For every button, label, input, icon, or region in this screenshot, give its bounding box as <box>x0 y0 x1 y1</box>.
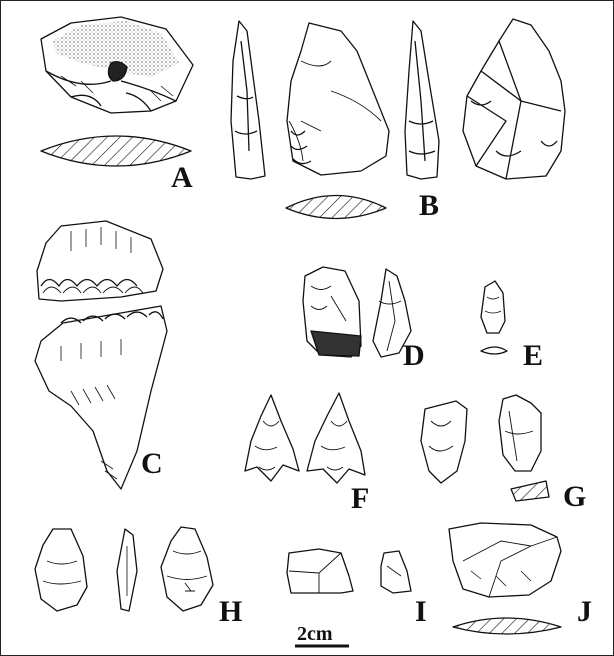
label-d: D <box>403 339 425 372</box>
artifact-c <box>34 220 168 490</box>
label-g: G <box>563 480 587 513</box>
label-h: H <box>219 595 243 628</box>
label-c: C <box>141 447 163 480</box>
label-f: F <box>351 482 370 515</box>
artifact-h <box>34 526 214 612</box>
artifact-f <box>244 392 366 484</box>
artifact-b <box>230 18 566 220</box>
label-a: A <box>171 161 193 194</box>
label-j: J <box>577 595 592 628</box>
scale-bar-label: 2cm <box>297 623 333 645</box>
artifact-a <box>40 16 194 167</box>
artifact-e <box>480 280 508 355</box>
label-i: I <box>415 595 427 628</box>
artifact-d <box>302 266 412 358</box>
artifact-g <box>420 394 550 502</box>
artifact-i <box>286 548 412 594</box>
artifact-j <box>448 522 562 635</box>
label-b: B <box>419 189 440 222</box>
label-e: E <box>523 339 544 372</box>
